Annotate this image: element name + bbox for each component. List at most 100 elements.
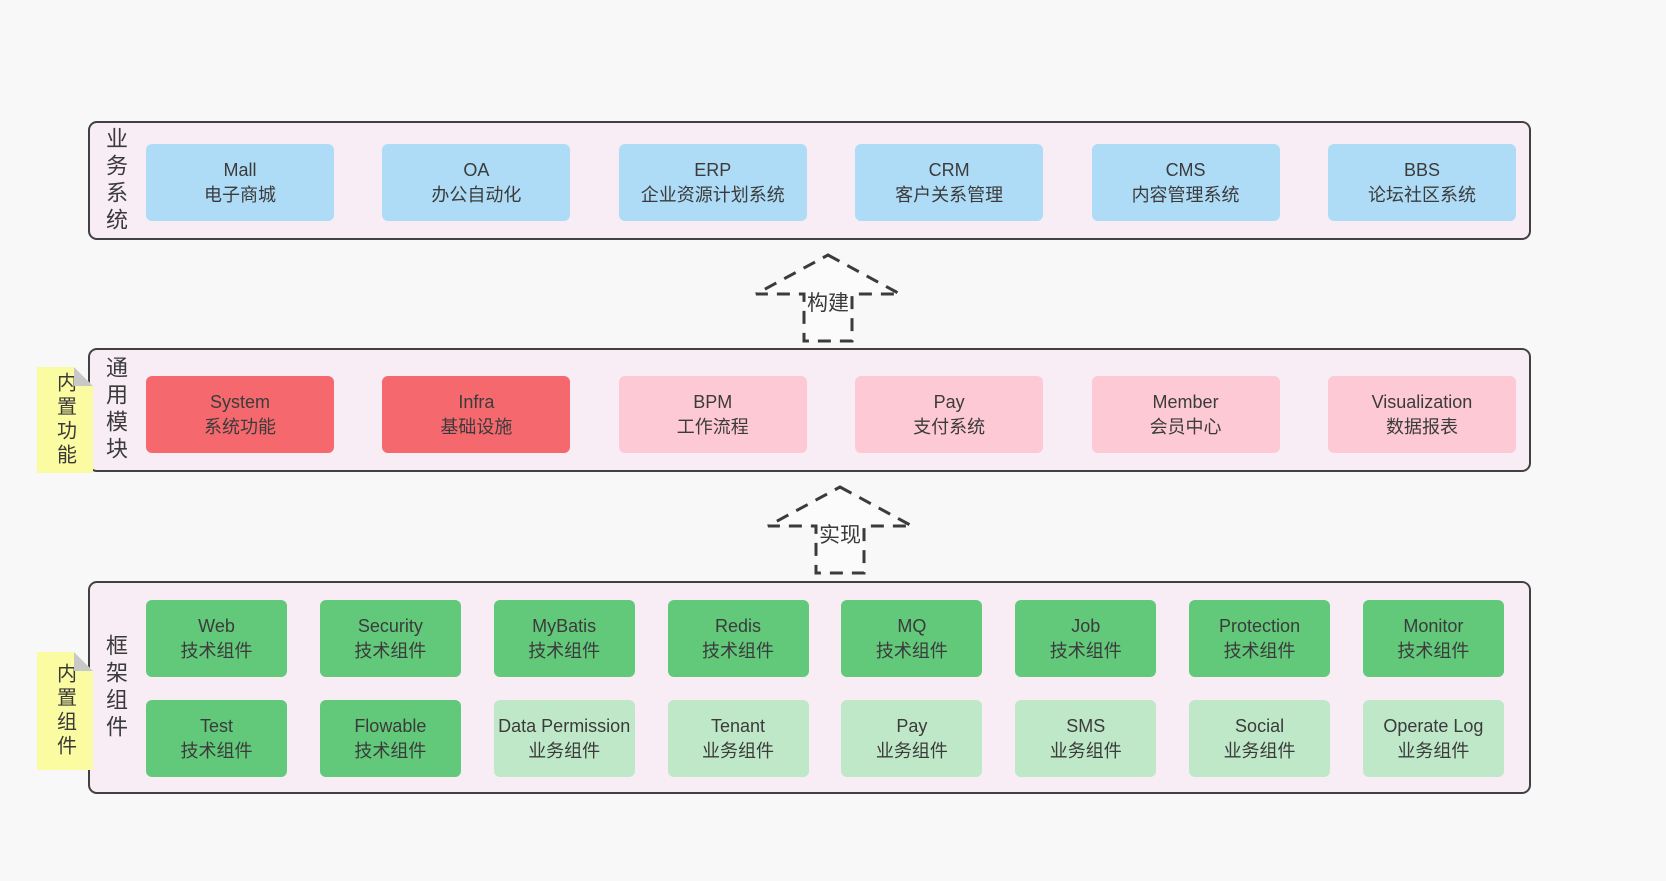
box-title: Protection (1219, 615, 1301, 636)
box-subtitle: 支付系统 (913, 416, 986, 437)
box-crm: CRM 客户关系管理 (855, 144, 1044, 221)
box-title: Job (1071, 615, 1101, 636)
box-title: Operate Log (1383, 715, 1484, 736)
box-title: MyBatis (532, 615, 597, 636)
box-subtitle: 技术组件 (528, 640, 601, 661)
box-title: Tenant (711, 715, 766, 736)
box-subtitle: 技术组件 (875, 640, 948, 661)
box-social: Social 业务组件 (1189, 700, 1331, 777)
box-subtitle: 业务组件 (1397, 740, 1470, 761)
box-title: Monitor (1403, 615, 1464, 636)
box-title: SMS (1066, 715, 1106, 736)
box-sms: SMS 业务组件 (1015, 700, 1157, 777)
box-redis: Redis 技术组件 (667, 600, 809, 677)
box-title: ERP (694, 159, 732, 180)
business-systems-row: Mall 电子商城 OA 办公自动化 ERP 企业资源计划系统 CRM 客户关系… (146, 144, 1516, 221)
common-modules-row: System 系统功能 Infra 基础设施 BPM 工作流程 Pay 支付系统… (146, 376, 1516, 453)
box-bbs: BBS 论坛社区系统 (1327, 144, 1516, 221)
box-subtitle: 技术组件 (1223, 640, 1296, 661)
box-subtitle: 技术组件 (1397, 640, 1470, 661)
dashed-up-arrow-build: 构建 (755, 253, 901, 343)
box-job: Job 技术组件 (1015, 600, 1157, 677)
box-tenant: Tenant 业务组件 (667, 700, 809, 777)
box-protection: Protection 技术组件 (1189, 600, 1331, 677)
box-security: Security 技术组件 (319, 600, 461, 677)
box-title: BPM (693, 391, 733, 412)
box-monitor: Monitor 技术组件 (1362, 600, 1504, 677)
box-erp: ERP 企业资源计划系统 (618, 144, 807, 221)
box-web: Web 技术组件 (146, 600, 287, 677)
box-operate-log: Operate Log 业务组件 (1362, 700, 1504, 777)
box-subtitle: 系统功能 (204, 416, 276, 437)
arrow-label-build: 构建 (807, 292, 849, 315)
box-pay-component: Pay 业务组件 (841, 700, 983, 777)
box-title: Redis (715, 615, 762, 636)
box-mq: MQ 技术组件 (841, 600, 983, 677)
box-title: Web (198, 615, 235, 636)
box-member: Member 会员中心 (1091, 376, 1280, 453)
box-title: System (209, 391, 270, 412)
box-subtitle: 企业资源计划系统 (640, 184, 785, 205)
box-mall: Mall 电子商城 (146, 144, 334, 221)
up-arrow-icon (767, 485, 913, 575)
box-subtitle: 技术组件 (354, 640, 427, 661)
box-pay-module: Pay 支付系统 (855, 376, 1044, 453)
box-subtitle: 技术组件 (702, 640, 775, 661)
sticky-label: 内置组件 (53, 663, 76, 759)
box-subtitle: 数据报表 (1385, 416, 1458, 437)
box-bpm: BPM 工作流程 (618, 376, 807, 453)
box-title: Member (1152, 391, 1219, 412)
box-subtitle: 业务组件 (1223, 740, 1296, 761)
box-title: Infra (458, 391, 495, 412)
box-title: Test (199, 715, 233, 736)
layer-label-framework-components: 框架组件 (103, 633, 128, 742)
box-title: Visualization (1371, 391, 1473, 412)
box-subtitle: 客户关系管理 (895, 184, 1004, 205)
framework-components-row-2: Test 技术组件 Flowable 技术组件 Data Permission … (146, 700, 1504, 777)
box-subtitle: 办公自动化 (431, 184, 522, 205)
box-subtitle: 技术组件 (354, 740, 427, 761)
box-cms: CMS 内容管理系统 (1091, 144, 1280, 221)
framework-components-row-1: Web 技术组件 Security 技术组件 MyBatis 技术组件 Redi… (146, 600, 1504, 677)
layer-label-business-systems: 业务系统 (103, 126, 128, 235)
box-system: System 系统功能 (146, 376, 334, 453)
box-subtitle: 技术组件 (180, 640, 253, 661)
box-mybatis: MyBatis 技术组件 (493, 600, 635, 677)
box-subtitle: 技术组件 (180, 740, 253, 761)
box-subtitle: 会员中心 (1149, 416, 1222, 437)
box-title: Security (357, 615, 423, 636)
box-test: Test 技术组件 (146, 700, 287, 777)
box-infra: Infra 基础设施 (382, 376, 571, 453)
box-subtitle: 业务组件 (702, 740, 775, 761)
up-arrow-icon (755, 253, 901, 343)
box-subtitle: 技术组件 (1049, 640, 1122, 661)
arrow-label-implement: 实现 (819, 524, 861, 547)
box-title: Flowable (354, 715, 427, 736)
box-subtitle: 基础设施 (440, 416, 513, 437)
box-title: OA (463, 159, 490, 180)
sticky-note-builtin-features: 内置功能 (37, 367, 93, 473)
box-title: Data Permission (498, 715, 631, 736)
box-title: MQ (897, 615, 927, 636)
box-subtitle: 电子商城 (204, 184, 276, 205)
box-title: CMS (1165, 159, 1206, 180)
dashed-up-arrow-implement: 实现 (767, 485, 913, 575)
box-subtitle: 业务组件 (875, 740, 948, 761)
box-title: Pay (896, 715, 928, 736)
box-title: CRM (928, 159, 970, 180)
box-title: BBS (1403, 159, 1440, 180)
box-subtitle: 工作流程 (676, 416, 749, 437)
sticky-note-builtin-components: 内置组件 (37, 652, 93, 770)
layer-business-systems: 业务系统 Mall 电子商城 OA 办公自动化 ERP 企业资源计划系统 CRM… (88, 121, 1531, 240)
box-subtitle: 内容管理系统 (1131, 184, 1240, 205)
box-title: Pay (933, 391, 965, 412)
layer-common-modules: 通用模块 System 系统功能 Infra 基础设施 BPM 工作流程 Pay… (88, 348, 1531, 472)
box-title: Social (1235, 715, 1285, 736)
box-subtitle: 业务组件 (528, 740, 601, 761)
box-flowable: Flowable 技术组件 (319, 700, 461, 777)
box-subtitle: 论坛社区系统 (1367, 184, 1476, 205)
box-data-permission: Data Permission 业务组件 (493, 700, 635, 777)
box-oa: OA 办公自动化 (382, 144, 571, 221)
box-title: Mall (223, 159, 257, 180)
sticky-label: 内置功能 (53, 372, 76, 468)
